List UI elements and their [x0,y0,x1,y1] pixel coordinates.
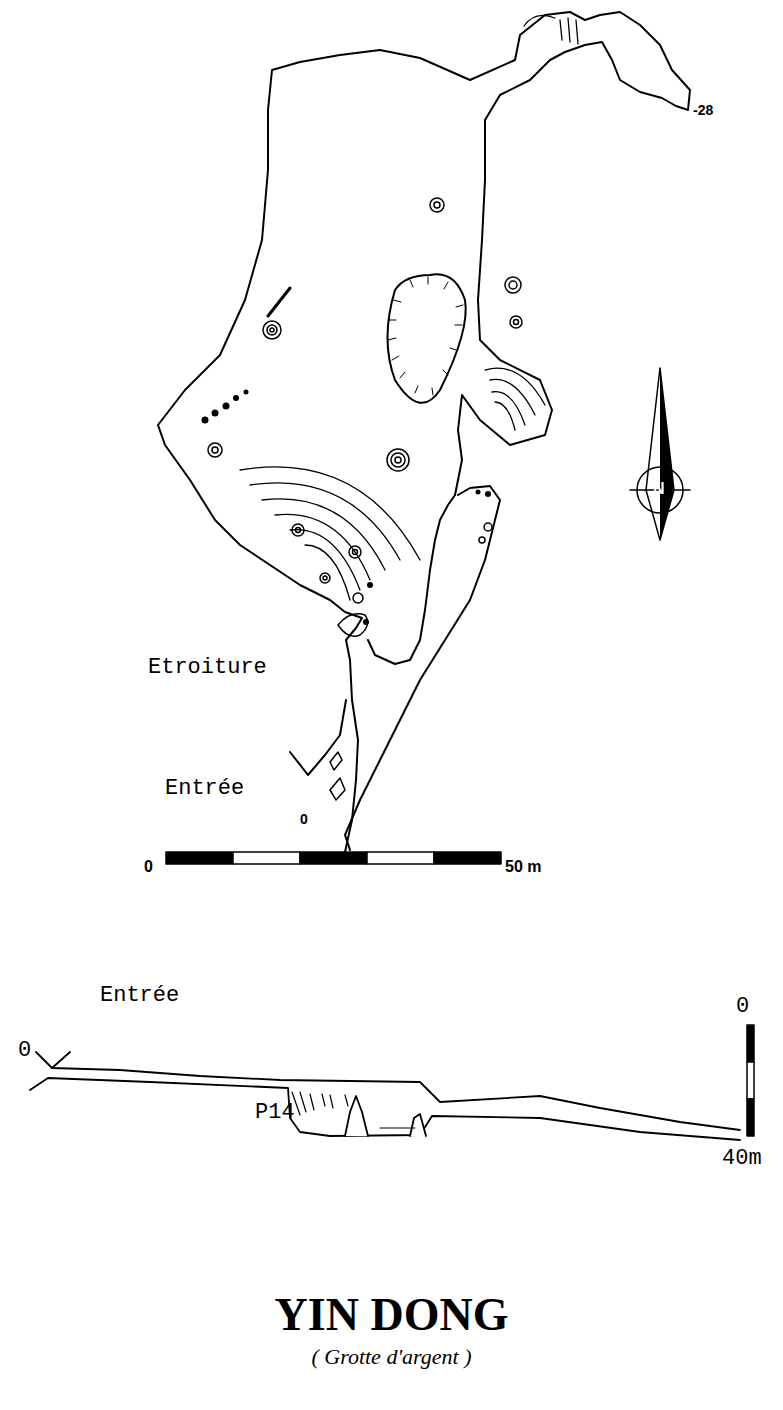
blocks [330,752,345,800]
vertical-scale [747,1025,754,1136]
stalagmites [208,198,522,603]
pit-ticks [388,277,463,395]
map-label: 50 m [505,859,541,875]
ledge [524,15,578,44]
map-label: Entrée [100,985,179,1007]
narrowing [338,614,368,637]
pit [388,274,466,403]
map-label: P14 [255,1102,295,1124]
map-caption: ( Grotte d'argent ) [0,1346,783,1368]
cave-wall [158,12,690,852]
slope-lines [240,368,545,600]
dots [202,390,492,626]
scale-bar [166,852,501,864]
map-label: Etroiture [148,657,267,679]
cave-wall [368,495,455,664]
cave-wall [290,700,346,775]
cave-wall [345,486,500,850]
map-label: 40m [722,1148,762,1170]
wall-mark [268,288,290,316]
map-title: YIN DONG [0,1292,783,1338]
map-label: 0 [736,996,749,1018]
map-label: 0 [144,859,153,875]
map-label: Entrée [165,778,244,800]
map-label: N [653,481,665,497]
profile [30,1052,740,1140]
map-label: 0 [300,812,308,826]
map-label: -28 [693,103,713,117]
map-label: 0 [18,1040,31,1062]
north-arrow [630,368,690,540]
